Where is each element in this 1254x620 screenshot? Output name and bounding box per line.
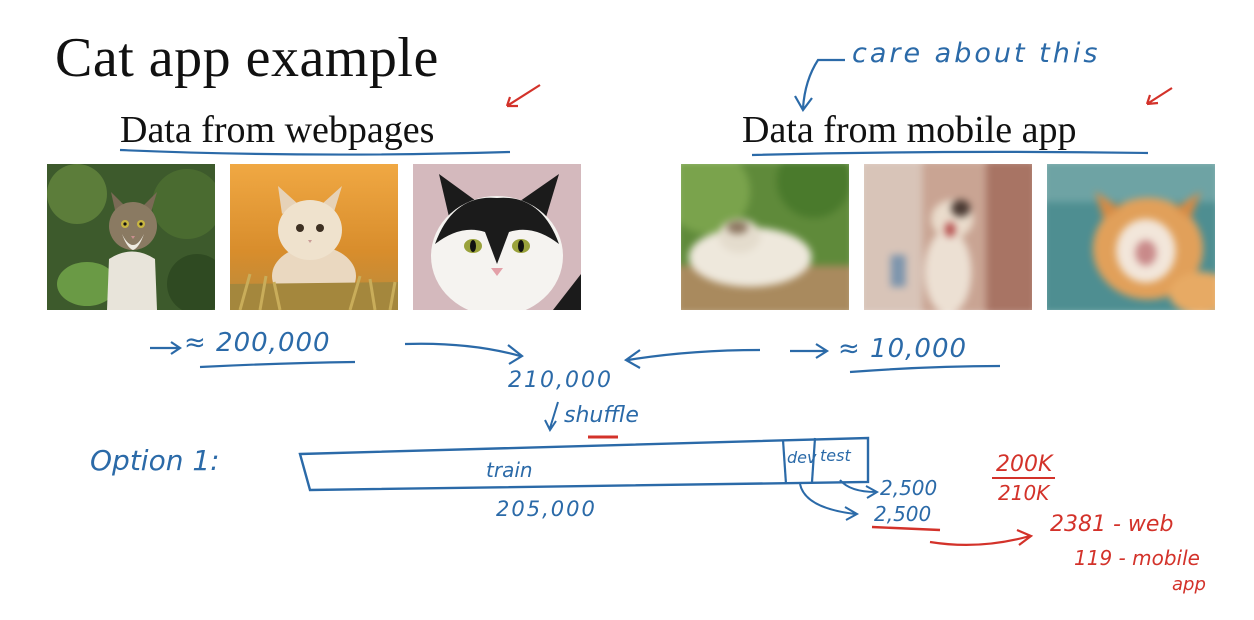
slide-title: Cat app example xyxy=(55,27,439,89)
web-in-dev: 2381 - web xyxy=(1050,512,1174,537)
black-white-cat-photo xyxy=(413,164,581,310)
test-size: 2,500 xyxy=(880,476,938,500)
mobile-count: ≈ 10,000 xyxy=(838,334,968,364)
web-count: ≈ 200,000 xyxy=(184,328,331,358)
blurry-cat-photo-1 xyxy=(681,164,849,310)
blurry-orange-cat-photo-3 xyxy=(1047,164,1215,310)
fluffy-kitten-photo xyxy=(230,164,398,310)
mobile-data-heading: Data from mobile app xyxy=(742,109,1077,151)
dev-size: 2,500 xyxy=(874,502,932,526)
train-label: train xyxy=(486,458,533,482)
blurry-kitten-photo-2 xyxy=(864,164,1032,310)
mobile-count-underline xyxy=(849,364,1001,374)
mobile-in-dev: 119 - mobile xyxy=(1074,546,1200,570)
ratio-denominator: 210K xyxy=(998,481,1050,505)
mobile-to-total-arrow xyxy=(623,348,761,369)
option-label: Option 1: xyxy=(90,444,220,477)
care-note: care about this xyxy=(852,38,1101,69)
test-size-arrow xyxy=(839,479,880,499)
mobile-in-dev-cont: app xyxy=(1172,574,1206,595)
dev-size-arrow xyxy=(799,483,860,521)
dev-label: dev xyxy=(787,448,817,467)
web-data-heading: Data from webpages xyxy=(120,109,435,151)
shuffle-arrow xyxy=(544,401,559,432)
test-label: test xyxy=(820,446,851,465)
care-arrow xyxy=(794,58,845,112)
web-count-underline xyxy=(199,360,356,369)
mobile-heading-underline xyxy=(751,150,1149,157)
split-bar xyxy=(298,436,870,492)
dev-divider xyxy=(781,439,788,485)
dev-size-red-underline xyxy=(871,525,941,532)
red-check-web xyxy=(505,84,541,108)
train-size: 205,000 xyxy=(496,497,597,521)
web-to-total-arrow xyxy=(404,342,524,365)
dev-breakdown-arrow xyxy=(929,528,1034,547)
mobile-count-arrow xyxy=(790,343,830,359)
red-check-mobile xyxy=(1145,87,1173,106)
web-count-arrow xyxy=(150,341,182,355)
shuffle-label: shuffle xyxy=(564,403,639,428)
ratio-numerator: 200K xyxy=(996,452,1053,477)
tabby-cat-photo xyxy=(47,164,215,310)
combined-total: 210,000 xyxy=(508,368,613,393)
